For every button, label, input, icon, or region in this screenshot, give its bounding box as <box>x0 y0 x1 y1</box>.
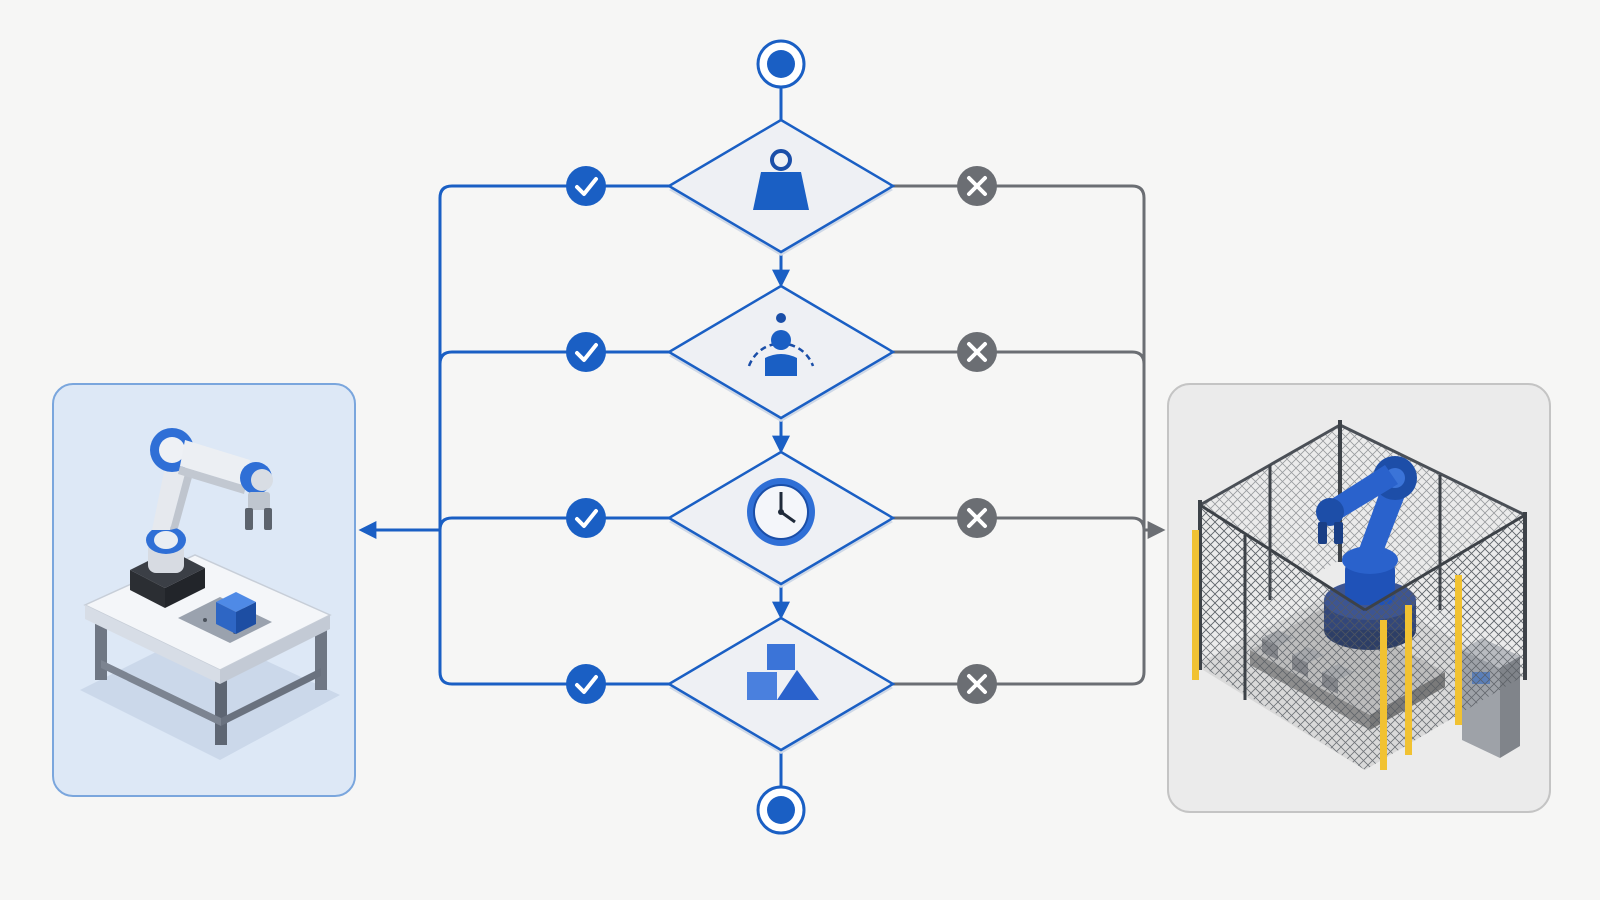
person-proximity-icon <box>747 313 815 376</box>
check-icon <box>566 332 606 372</box>
shapes-icon <box>747 644 819 700</box>
x-icon <box>957 664 997 704</box>
no-branch-line <box>893 516 1146 531</box>
end-terminal-icon <box>756 785 806 835</box>
no-branch-line <box>893 350 1146 365</box>
outcome-no-panel <box>1167 383 1551 813</box>
check-icon <box>566 664 606 704</box>
decision-payload <box>666 118 896 256</box>
flowchart-nodes <box>566 118 997 754</box>
collaborative-robot-workstation-icon <box>80 428 340 760</box>
decision-cycle-time <box>666 450 896 588</box>
yes-branch-line <box>438 671 669 686</box>
check-icon <box>566 166 606 206</box>
outcome-yes-panel <box>52 383 356 797</box>
yes-branch-line <box>438 516 669 531</box>
no-branch-line <box>893 671 1146 686</box>
start-terminal-icon <box>756 39 806 89</box>
decision-part-variety <box>666 616 896 754</box>
fenced-industrial-robot-cell-icon <box>1192 420 1527 770</box>
decision-human-proximity <box>666 284 896 422</box>
no-branch-line <box>893 184 1146 199</box>
yes-branch-line <box>438 184 669 199</box>
yes-branch-line <box>438 350 669 365</box>
weight-icon <box>753 149 809 210</box>
x-icon <box>957 166 997 206</box>
check-icon <box>566 498 606 538</box>
clock-icon <box>747 478 815 546</box>
x-icon <box>957 498 997 538</box>
decision-diamond <box>666 616 896 752</box>
decision-diamond <box>666 284 896 420</box>
x-icon <box>957 332 997 372</box>
connector-lines <box>358 87 1166 787</box>
